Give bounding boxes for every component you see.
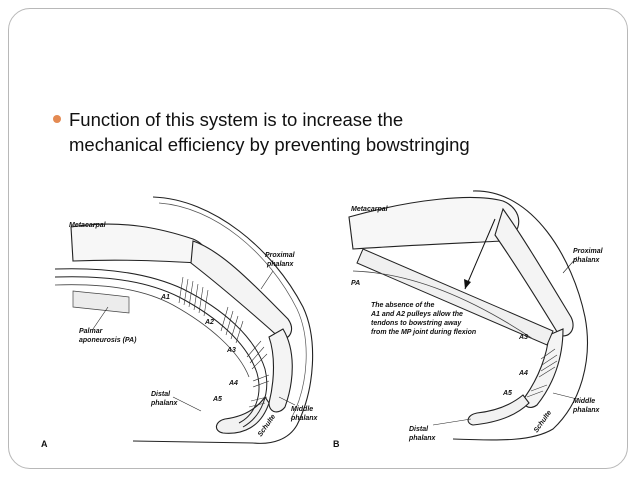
slide: Function of this system is to increase t…: [8, 8, 628, 469]
proximal-phalanx-bone: [190, 240, 293, 340]
flexor-tendon-c: [54, 284, 250, 378]
label-distal-a-2: phalanx: [150, 400, 179, 407]
label-note-b-3: tendons to bowstring away: [371, 320, 462, 327]
label-metacarpal-a: Metacarpal: [69, 222, 107, 229]
label-a4-a: A4: [228, 380, 238, 387]
pulley-hatching-b: [526, 348, 558, 398]
bullet-line-1: Function of this system is to increase t…: [69, 109, 404, 130]
distal-phalanx-bone-b: [467, 394, 530, 426]
panel-b: Metacarpal Proximal phalanx PA The absen…: [333, 190, 604, 449]
label-palmar-a-1: Palmar: [79, 328, 104, 335]
label-palmar-a-2: aponeurosis (PA): [79, 337, 137, 344]
label-middle-b-2: phalanx: [572, 407, 601, 414]
label-distal-b-1: Distal: [409, 426, 429, 433]
label-distal-a-1: Distal: [151, 391, 171, 398]
label-metacarpal-b: Metacarpal: [351, 206, 389, 213]
label-distal-b-2: phalanx: [408, 435, 437, 442]
bowstring-arrowhead: [464, 279, 471, 289]
panel-letter-b: B: [333, 439, 340, 449]
finger-outline: [132, 196, 314, 444]
label-proximal-b-2: phalanx: [572, 257, 601, 264]
finger-outline-inner: [158, 202, 307, 420]
finger-outline-b: [452, 190, 588, 441]
metacarpal-bone-b: [348, 196, 520, 250]
finger-pulley-diagram: Metacarpal Proximal phalanx A1 A2 A3 A4 …: [41, 190, 604, 449]
label-a5-a: A5: [212, 396, 222, 403]
leader-lines-a: [92, 270, 296, 412]
label-middle-a-1: Middle: [291, 406, 313, 413]
label-a1-a: A1: [160, 294, 170, 301]
flexor-tendon-b: [54, 276, 260, 424]
pulley-hatching: [178, 276, 270, 408]
label-note-b-1: The absence of the: [371, 302, 435, 309]
label-note-b-4: from the MP joint during flexion: [371, 329, 476, 336]
label-middle-b-1: Middle: [573, 398, 595, 405]
middle-phalanx-bone-b: [523, 328, 564, 408]
palmar-aponeurosis: [72, 290, 130, 314]
label-a4-b: A4: [518, 370, 528, 377]
label-proximal-a-1: Proximal: [265, 252, 296, 259]
bowstring-arrow: [464, 218, 496, 290]
panel-a: Metacarpal Proximal phalanx A1 A2 A3 A4 …: [41, 196, 319, 449]
label-proximal-b-1: Proximal: [573, 248, 604, 255]
label-a2-a: A2: [204, 319, 214, 326]
panel-letter-a: A: [41, 439, 48, 449]
metacarpal-bone: [70, 223, 207, 264]
pulley-illustration: Metacarpal Proximal phalanx A1 A2 A3 A4 …: [33, 189, 607, 451]
label-pa-b: PA: [351, 280, 360, 287]
bullet-text: Function of this system is to increase t…: [69, 107, 599, 157]
label-a3-a: A3: [226, 347, 236, 354]
distal-phalanx-bone: [215, 396, 270, 434]
label-middle-a-2: phalanx: [290, 415, 319, 422]
bullet-dot-icon: [53, 115, 61, 123]
label-note-b-2: A1 and A2 pulleys allow the: [370, 311, 463, 318]
middle-phalanx-bone: [268, 328, 293, 413]
proximal-phalanx-bone-b: [494, 207, 574, 337]
tendon-b-lower: [352, 270, 534, 340]
leader-lines-b: [432, 256, 578, 426]
label-a3-b: A3: [518, 334, 528, 341]
label-a5-b: A5: [502, 390, 512, 397]
bullet-line-2: mechanical efficiency by preventing bows…: [69, 134, 470, 155]
label-proximal-a-2: phalanx: [266, 261, 295, 268]
